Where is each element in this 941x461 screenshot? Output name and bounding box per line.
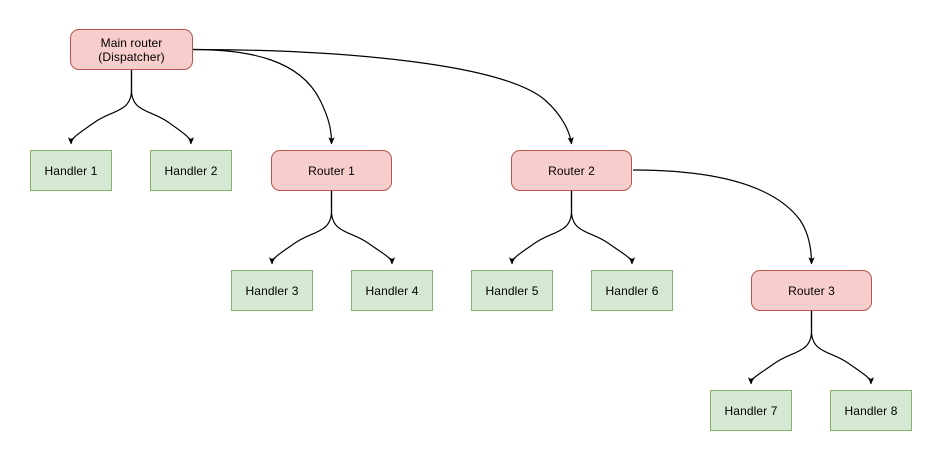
node-label: Router 3 xyxy=(788,283,835,298)
edge-main-handler1 xyxy=(67,70,133,145)
node-handler-2[interactable]: Handler 2 xyxy=(150,150,232,191)
node-handler-6[interactable]: Handler 6 xyxy=(591,270,673,311)
edge-router3-handler7 xyxy=(747,311,813,385)
node-main-router[interactable]: Main router (Dispatcher) xyxy=(70,29,193,70)
node-handler-5[interactable]: Handler 5 xyxy=(471,270,553,311)
node-label: Handler 2 xyxy=(164,163,218,178)
node-handler-7[interactable]: Handler 7 xyxy=(710,390,792,431)
edge-router1-handler3 xyxy=(268,191,333,265)
node-label: Handler 6 xyxy=(605,283,659,298)
edge-router3-handler8 xyxy=(810,311,875,385)
edge-main-router2 xyxy=(192,48,574,145)
edge-router2-router3 xyxy=(632,169,815,265)
node-label: Main router (Dispatcher) xyxy=(98,35,165,64)
node-router-3[interactable]: Router 3 xyxy=(751,270,872,311)
node-handler-3[interactable]: Handler 3 xyxy=(231,270,313,311)
edge-router2-handler6 xyxy=(570,191,636,265)
node-label: Router 2 xyxy=(548,163,595,178)
edge-main-router1 xyxy=(192,48,335,145)
edge-router1-handler4 xyxy=(330,191,396,265)
node-label: Router 1 xyxy=(308,163,355,178)
node-router-1[interactable]: Router 1 xyxy=(271,150,392,191)
node-label: Handler 1 xyxy=(44,163,98,178)
node-label: Handler 7 xyxy=(724,403,778,418)
node-label: Handler 5 xyxy=(485,283,539,298)
node-router-2[interactable]: Router 2 xyxy=(511,150,632,191)
node-label: Handler 8 xyxy=(844,403,898,418)
node-handler-8[interactable]: Handler 8 xyxy=(830,390,912,431)
node-handler-1[interactable]: Handler 1 xyxy=(30,150,112,191)
node-handler-4[interactable]: Handler 4 xyxy=(351,270,433,311)
node-label: Handler 3 xyxy=(245,283,299,298)
edge-main-handler2 xyxy=(130,70,195,145)
edge-router2-handler5 xyxy=(508,191,573,265)
node-label: Handler 4 xyxy=(365,283,419,298)
